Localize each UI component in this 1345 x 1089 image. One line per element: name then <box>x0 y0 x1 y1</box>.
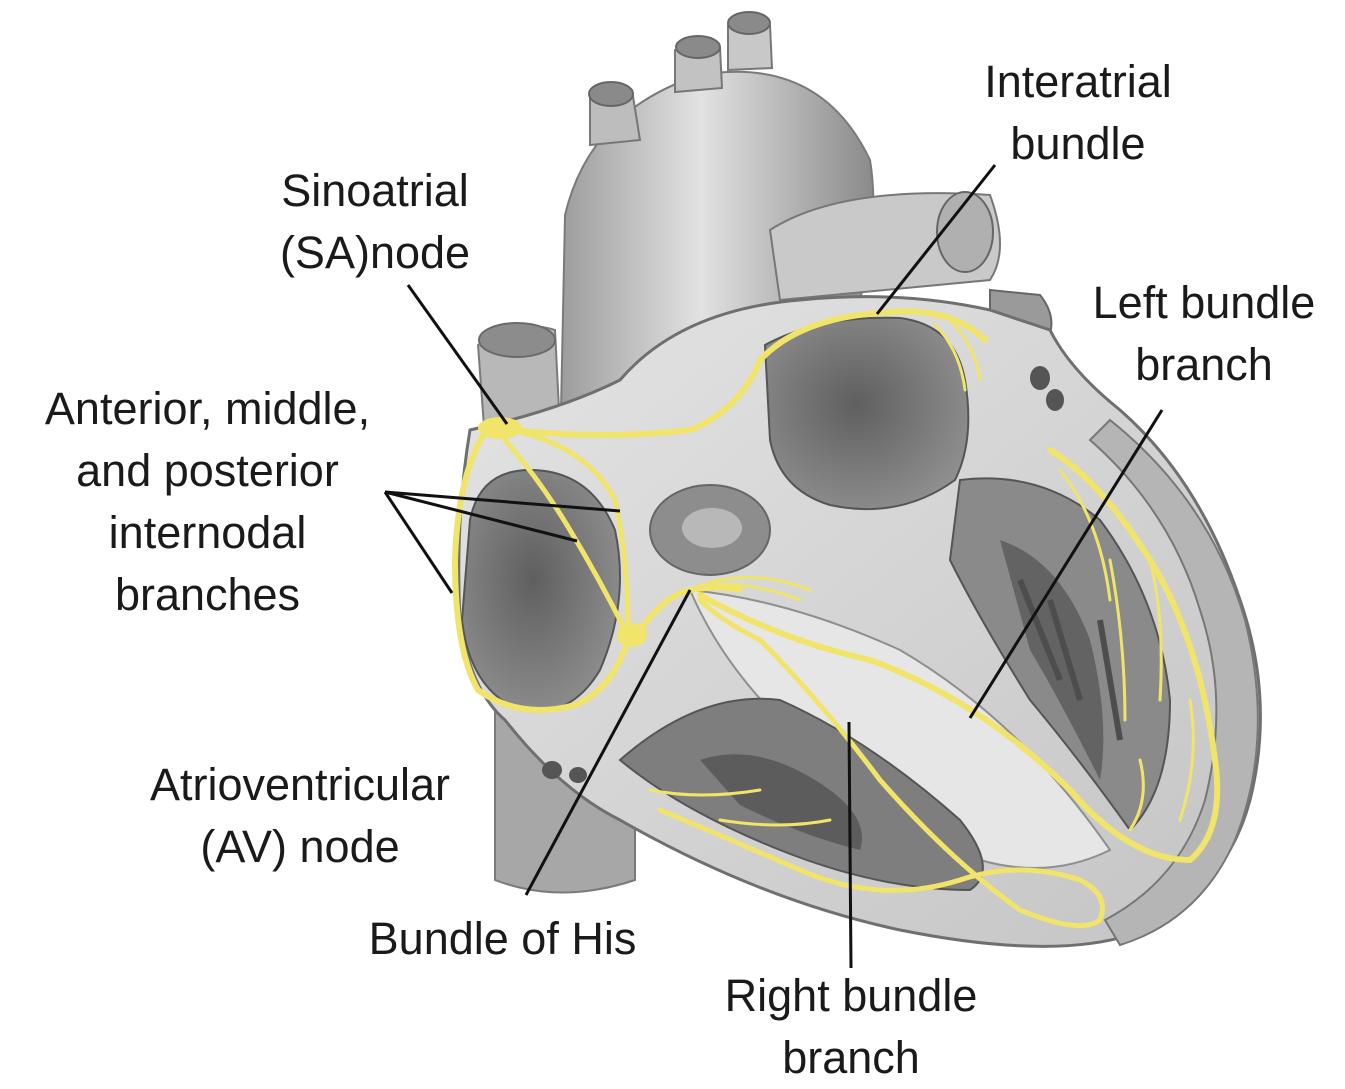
label-line: branches <box>5 564 410 626</box>
label-av-node: Atrioventricular (AV) node <box>110 754 490 878</box>
left-atrium <box>765 318 968 509</box>
label-line: Anterior, middle, <box>5 378 410 440</box>
label-line: internodal <box>5 502 410 564</box>
label-line: Bundle of His <box>335 908 670 970</box>
label-line: (SA)node <box>255 222 495 284</box>
label-line: branch <box>690 1027 1012 1089</box>
label-line: Right bundle <box>690 965 1012 1027</box>
label-left-bundle-branch: Left bundle branch <box>1068 272 1340 396</box>
label-interatrial-bundle: Interatrial bundle <box>958 51 1198 175</box>
tricuspid-valve <box>650 485 770 575</box>
label-line: and posterior <box>5 440 410 502</box>
label-line: Left bundle <box>1068 272 1340 334</box>
label-line: Sinoatrial <box>255 160 495 222</box>
label-line: Atrioventricular <box>110 754 490 816</box>
label-sa-node: Sinoatrial (SA)node <box>255 160 495 284</box>
right-atrium <box>462 470 620 712</box>
label-bundle-of-his: Bundle of His <box>335 908 670 970</box>
label-line: branch <box>1068 334 1340 396</box>
leader-right-bundle <box>849 722 851 968</box>
label-internodal-branches: Anterior, middle, and posterior internod… <box>5 378 410 626</box>
label-line: (AV) node <box>110 816 490 878</box>
label-right-bundle-branch: Right bundle branch <box>690 965 1012 1089</box>
label-line: Interatrial <box>958 51 1198 113</box>
label-line: bundle <box>958 113 1198 175</box>
